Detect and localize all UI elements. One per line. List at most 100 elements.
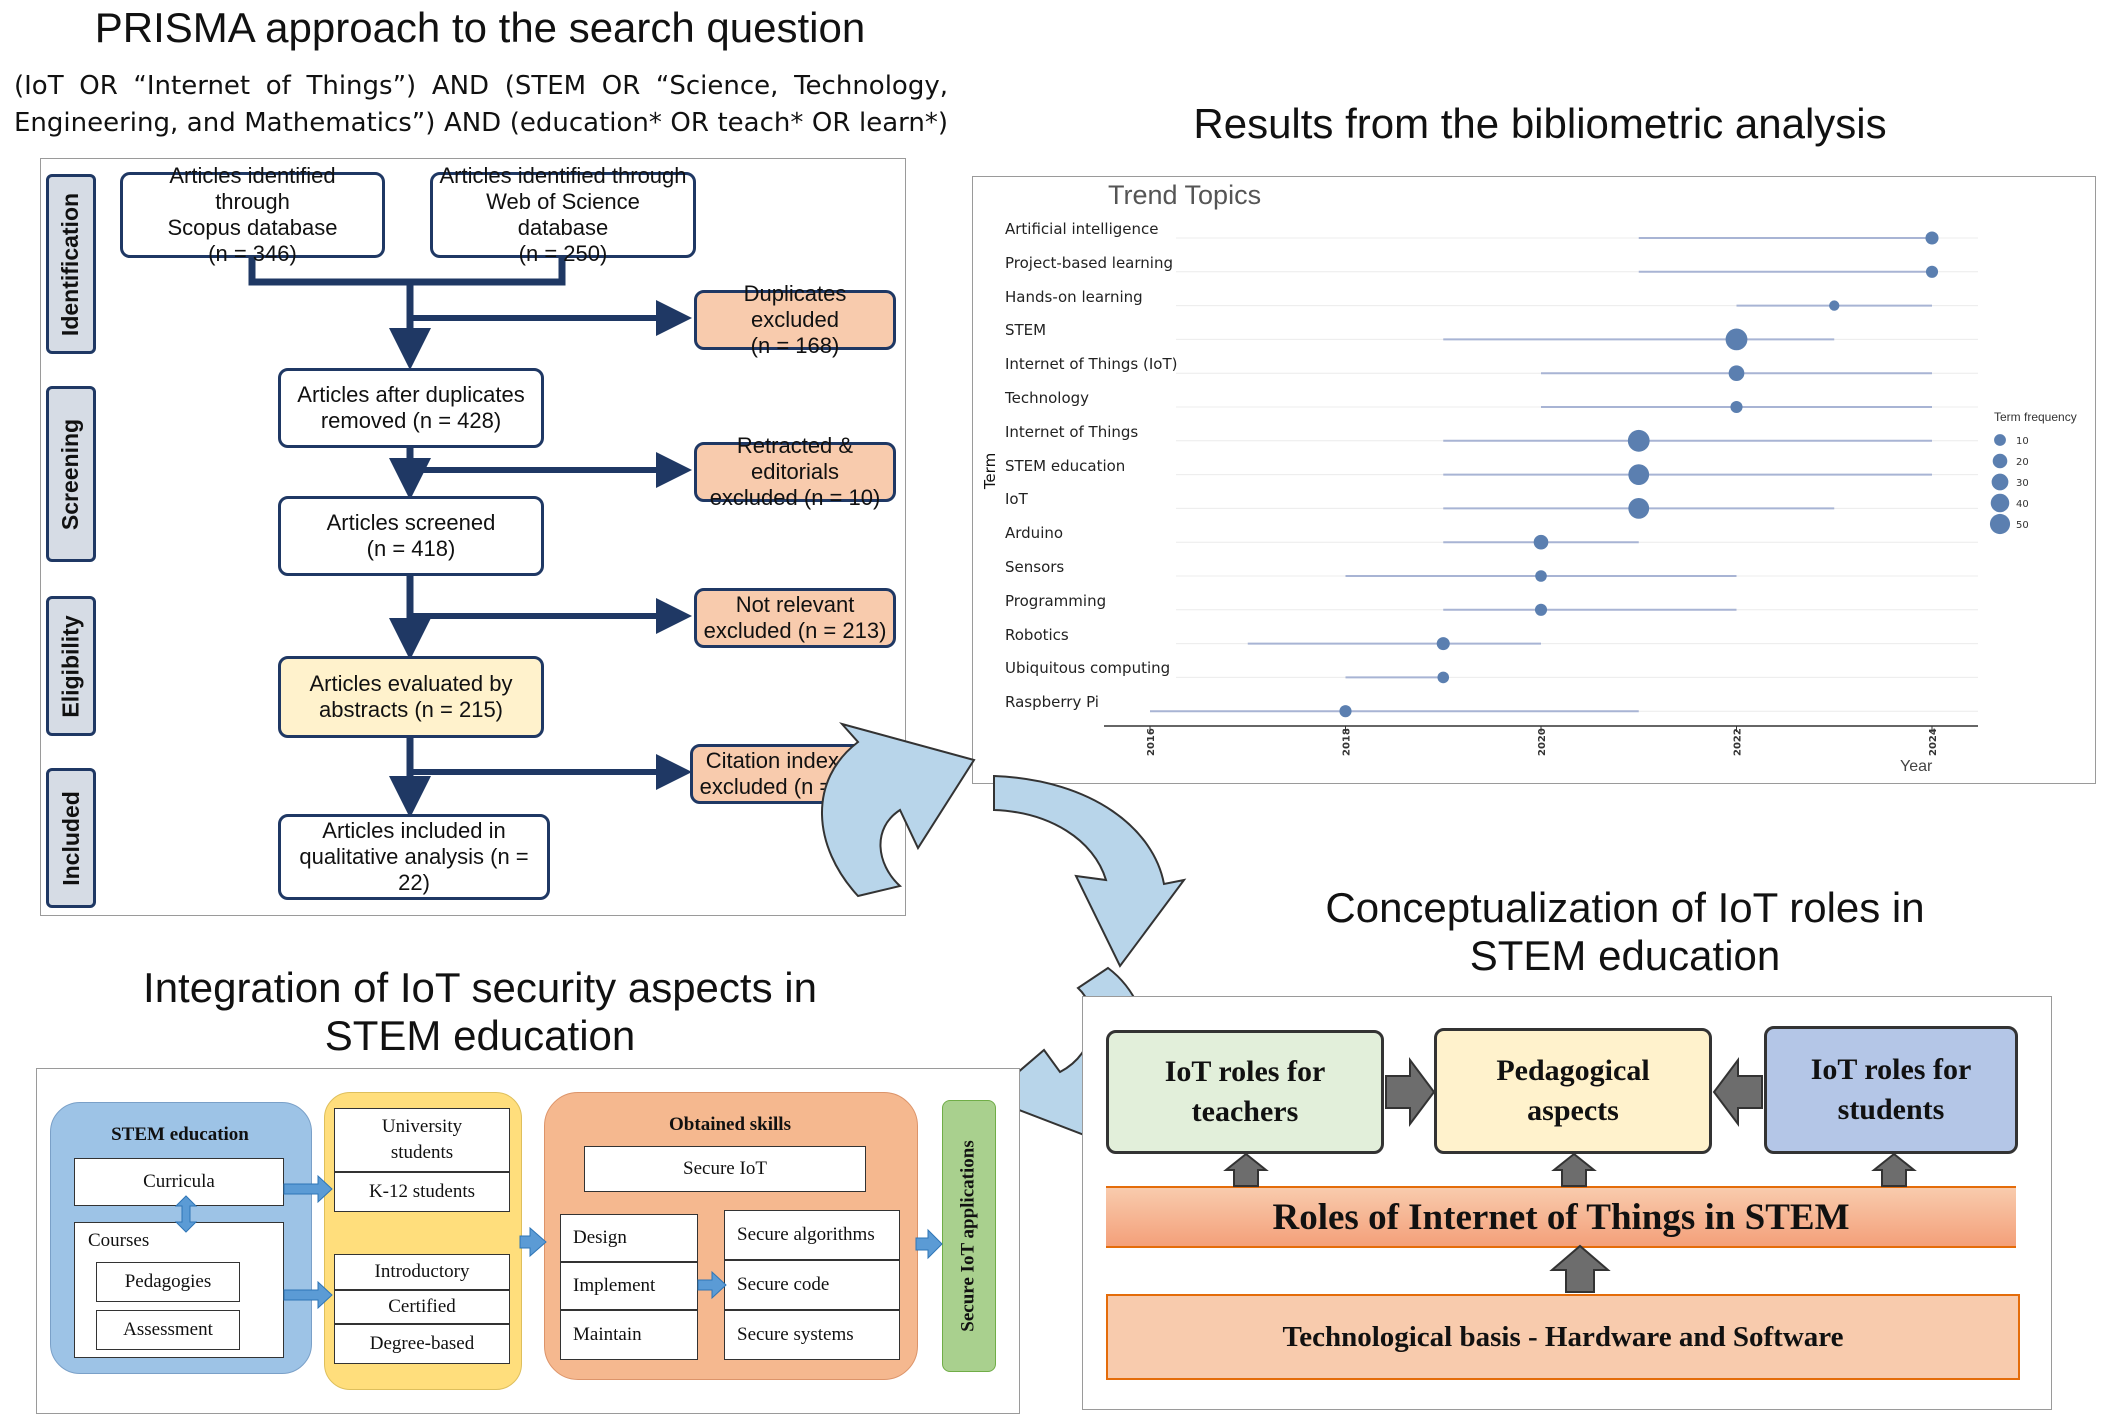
stage-included: Included	[46, 768, 96, 908]
concept-title-line-2: STEM education	[1469, 932, 1781, 979]
certified-label: Certified	[388, 1296, 456, 1317]
certified-box: Certified	[334, 1290, 510, 1324]
term-point	[1533, 534, 1549, 550]
assessment-label: Assessment	[123, 1319, 213, 1340]
iot-roles-teachers-label: IoT roles for teachers	[1164, 1055, 1326, 1128]
curricula-box: Curricula	[74, 1158, 284, 1206]
box-scopus-text: Articles identified through Scopus datab…	[167, 163, 338, 266]
secure-algorithms-box: Secure algorithms	[724, 1210, 900, 1260]
university-students-label: University students	[381, 1116, 463, 1163]
introductory-box: Introductory	[334, 1254, 510, 1290]
x-tick-label: 2024	[1928, 728, 1939, 756]
legend-label: 20	[2016, 457, 2029, 468]
pedagogical-aspects-box: Pedagogical aspects	[1434, 1028, 1712, 1154]
term-point	[1627, 429, 1650, 452]
term-label: Artificial intelligence	[1005, 220, 1159, 238]
roles-of-iot-banner: Roles of Internet of Things in STEM	[1106, 1186, 2016, 1248]
term-point	[1925, 231, 1939, 245]
term-point	[1925, 265, 1939, 278]
prisma-title: PRISMA approach to the search question	[94, 4, 866, 51]
iot-roles-students-label: IoT roles for students	[1810, 1053, 1972, 1126]
iot-roles-teachers-box: IoT roles for teachers	[1106, 1030, 1384, 1154]
term-label: Internet of Things	[1005, 422, 1139, 441]
curricula-label: Curricula	[143, 1171, 215, 1192]
bibliometric-title: Results from the bibliometric analysis	[1193, 100, 1887, 147]
box-duplicates-text: Duplicates excluded (n = 168)	[743, 281, 847, 358]
secure-systems-box: Secure systems	[724, 1310, 900, 1360]
security-title-line-2: STEM education	[324, 1012, 636, 1059]
trend-chart-panel	[972, 176, 2096, 784]
term-label: STEM education	[1005, 456, 1126, 475]
term-point	[1535, 570, 1547, 582]
degree-based-box: Degree-based	[334, 1324, 510, 1364]
pedagogies-label: Pedagogies	[124, 1271, 212, 1292]
secure-code-label: Secure code	[737, 1274, 830, 1295]
technological-basis-label: Technological basis - Hardware and Softw…	[1282, 1320, 1844, 1353]
legend-point	[1989, 513, 2011, 535]
concept-title: Conceptualization of IoT roles in STEM e…	[1290, 884, 1960, 980]
term-label: Technology	[1005, 389, 1090, 407]
introductory-label: Introductory	[374, 1261, 470, 1282]
term-label: Project-based learning	[1005, 253, 1173, 272]
pedagogical-aspects-label: Pedagogical aspects	[1496, 1054, 1650, 1127]
assessment-box: Assessment	[96, 1310, 240, 1350]
roles-of-iot-label: Roles of Internet of Things in STEM	[1272, 1196, 1850, 1238]
term-label: Raspberry Pi	[1005, 693, 1099, 712]
k12-students-box: K-12 students	[334, 1172, 510, 1212]
legend-title: Term frequency	[1994, 410, 2077, 424]
box-after-duplicates-text: Articles after duplicates removed (n = 4…	[297, 382, 525, 433]
secure-iot-label: Secure IoT	[683, 1158, 767, 1179]
term-point	[1534, 603, 1548, 616]
security-title-line-1: Integration of IoT security aspects in	[143, 964, 817, 1011]
pedagogies-box: Pedagogies	[96, 1262, 240, 1302]
term-label: Robotics	[1005, 625, 1069, 644]
box-scopus: Articles identified through Scopus datab…	[120, 163, 385, 266]
legend-label: 40	[2016, 499, 2029, 510]
stem-education-label: STEM education	[111, 1124, 249, 1145]
design-label: Design	[573, 1227, 627, 1248]
stage-eligibility: Eligibility	[46, 596, 96, 736]
implement-box: Implement	[560, 1262, 698, 1310]
legend-label: 50	[2016, 520, 2029, 531]
maintain-box: Maintain	[560, 1310, 698, 1360]
x-tick-label: 2020	[1537, 728, 1548, 756]
box-included-text: Articles included in qualitative analysi…	[299, 818, 529, 895]
term-point	[1725, 328, 1748, 351]
term-label: Hands-on learning	[1005, 287, 1143, 306]
iot-roles-students-box: IoT roles for students	[1764, 1026, 2018, 1154]
concept-title-line-1: Conceptualization of IoT roles in	[1325, 884, 1925, 931]
search-query-line-2: Engineering, and Mathematics”) AND (educ…	[14, 108, 948, 138]
implement-label: Implement	[573, 1275, 656, 1296]
box-wos-text: Articles identified through Web of Scien…	[439, 163, 687, 266]
box-duplicates-excluded: Duplicates excluded (n = 168)	[694, 281, 896, 358]
x-tick-label: 2022	[1733, 728, 1744, 756]
design-box: Design	[560, 1214, 698, 1262]
legend-point	[1990, 493, 2010, 513]
k12-label: K-12 students	[368, 1181, 476, 1202]
term-label: Programming	[1005, 591, 1107, 610]
term-point	[1730, 400, 1743, 414]
secure-systems-label: Secure systems	[737, 1324, 854, 1345]
secure-iot-applications-box: Secure IoT applications	[942, 1100, 996, 1372]
search-query-line-1: (IoT OR “Internet of Things”) AND (STEM …	[14, 71, 948, 101]
x-tick-label: 2018	[1342, 728, 1353, 756]
term-label: STEM	[1005, 321, 1047, 340]
security-title: Integration of IoT security aspects in S…	[100, 964, 860, 1060]
university-students-box: University students	[334, 1108, 510, 1172]
chart-title: Trend Topics	[1108, 180, 1262, 210]
term-point	[1437, 671, 1450, 684]
legend-point	[1992, 453, 2008, 469]
box-retracted-excluded: Retracted & editorials excluded (n = 10)	[694, 433, 896, 510]
legend-point	[1991, 473, 2009, 491]
box-articles-included: Articles included in qualitative analysi…	[278, 814, 550, 900]
term-point	[1628, 498, 1650, 519]
degree-based-label: Degree-based	[369, 1333, 475, 1354]
box-not-relevant-text: Not relevant excluded (n = 213)	[703, 592, 887, 643]
term-label: Internet of Things (IoT)	[1005, 355, 1178, 374]
term-point	[1628, 464, 1650, 485]
box-evaluated-text: Articles evaluated by abstracts (n = 215…	[309, 671, 513, 722]
legend-label: 10	[2016, 436, 2029, 447]
maintain-label: Maintain	[573, 1324, 642, 1345]
